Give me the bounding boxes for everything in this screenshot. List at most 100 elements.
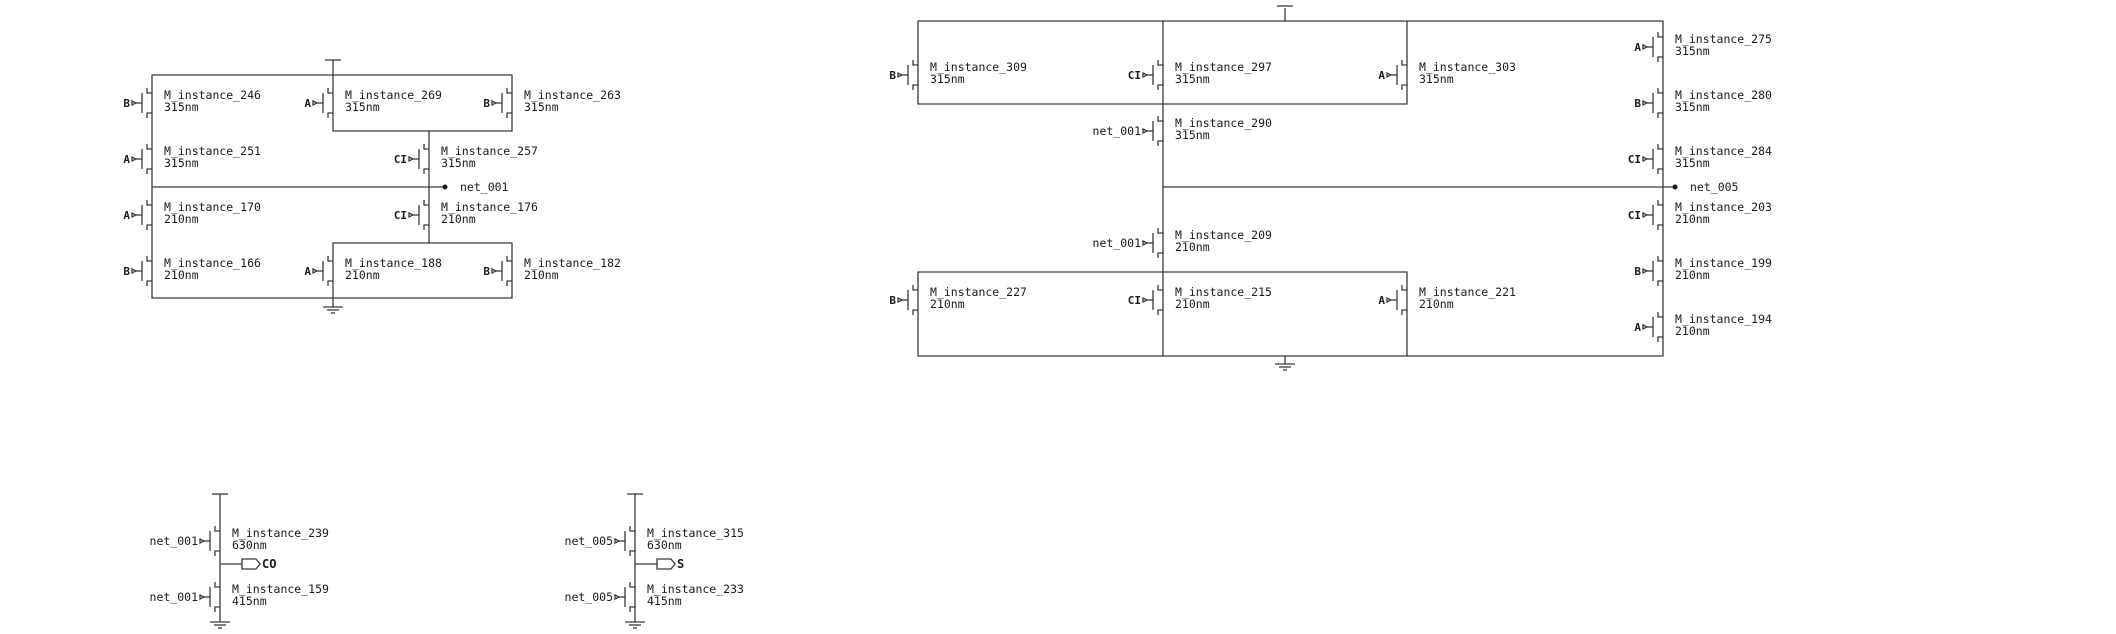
transistor-drain	[214, 582, 220, 588]
transistor-size: 210nm	[524, 268, 559, 282]
net-005-label: net_005	[1690, 180, 1738, 194]
gate-label: CI	[1128, 294, 1141, 307]
transistor-size: 315nm	[1175, 128, 1210, 142]
transistor-drain	[423, 200, 429, 206]
transistor-name: M_instance_269	[345, 88, 442, 102]
gate-arrow-icon	[897, 71, 904, 79]
transistor-size: 210nm	[1675, 212, 1710, 226]
wire	[917, 20, 1664, 60]
transistor-source	[1401, 309, 1407, 315]
transistor-source	[506, 112, 512, 118]
gate-arrow-icon	[1386, 71, 1393, 79]
gate-label: net_005	[565, 534, 613, 548]
transistor-source	[912, 84, 918, 90]
gate-arrow-icon	[1142, 71, 1149, 79]
gate-arrow-icon	[1642, 99, 1649, 107]
transistor-name: M_instance_227	[930, 285, 1027, 299]
transistor-size: 210nm	[1675, 324, 1710, 338]
transistor-drain	[1157, 285, 1163, 291]
transistor-source	[327, 280, 333, 286]
transistor-source	[1657, 224, 1663, 230]
transistor-drain	[506, 256, 512, 262]
transistor-source	[1157, 84, 1163, 90]
transistor-drain	[327, 88, 333, 94]
transistor-drain	[423, 144, 429, 150]
gate-label: B	[483, 97, 490, 110]
transistors: M_instance_246315nmBM_instance_269315nmA…	[123, 32, 1772, 612]
transistor-name: M_instance_221	[1419, 285, 1516, 299]
gate-label: CI	[394, 153, 407, 166]
transistor-name: M_instance_215	[1175, 285, 1272, 299]
transistor-size: 315nm	[345, 100, 380, 114]
gate-arrow-icon	[408, 211, 415, 219]
transistor-size: 210nm	[345, 268, 380, 282]
transistor-name: M_instance_233	[647, 582, 744, 596]
transistor-source	[629, 606, 635, 612]
transistor-source	[1657, 336, 1663, 342]
transistor-name: M_instance_309	[930, 60, 1027, 74]
transistor-name: M_instance_239	[232, 526, 329, 540]
transistor-drain	[1657, 200, 1663, 206]
transistor-name: M_instance_203	[1675, 200, 1772, 214]
gate-arrow-icon	[1142, 296, 1149, 304]
gate-label: net_001	[150, 534, 199, 548]
gate-arrow-icon	[312, 99, 319, 107]
transistor-drain	[146, 144, 152, 150]
gate-label: CI	[1628, 209, 1641, 222]
transistor-source	[629, 550, 635, 556]
transistor-size: 315nm	[164, 156, 199, 170]
transistor-source	[146, 224, 152, 230]
transistor-source	[1657, 112, 1663, 118]
transistor-name: M_instance_170	[164, 200, 261, 214]
gate-label: CI	[1628, 153, 1641, 166]
transistor-drain	[1657, 88, 1663, 94]
wire	[332, 118, 513, 132]
transistor-size: 210nm	[164, 212, 199, 226]
transistor-name: M_instance_297	[1175, 60, 1272, 74]
gate-label: B	[889, 294, 896, 307]
transistor-drain	[1401, 285, 1407, 291]
gate-label: B	[483, 265, 490, 278]
transistor-size: 210nm	[441, 212, 476, 226]
transistor-drain	[912, 60, 918, 66]
transistor-size: 315nm	[1175, 72, 1210, 86]
transistor-source	[1401, 84, 1407, 90]
output-pin-s: S	[677, 557, 684, 571]
transistor-drain	[1157, 116, 1163, 122]
transistor-size: 210nm	[1175, 297, 1210, 311]
transistor-size: 315nm	[930, 72, 965, 86]
transistor-name: M_instance_194	[1675, 312, 1772, 326]
transistor-name: M_instance_315	[647, 526, 744, 540]
gate-label: A	[1378, 69, 1385, 82]
gate-label: B	[123, 97, 130, 110]
gate-arrow-icon	[1642, 155, 1649, 163]
transistor-name: M_instance_166	[164, 256, 261, 270]
transistor-name: M_instance_257	[441, 144, 538, 158]
transistor-size: 315nm	[164, 100, 199, 114]
output-pin-icon	[241, 558, 261, 570]
gate-label: net_005	[565, 590, 613, 604]
gate-arrow-icon	[1142, 127, 1149, 135]
transistor-drain	[1157, 228, 1163, 234]
transistor-source	[423, 224, 429, 230]
transistor-drain	[1657, 256, 1663, 262]
transistor-drain	[1657, 144, 1663, 150]
transistor-source	[1657, 168, 1663, 174]
wire	[917, 271, 1408, 285]
transistor-name: M_instance_182	[524, 256, 621, 270]
transistor-name: M_instance_159	[232, 582, 329, 596]
